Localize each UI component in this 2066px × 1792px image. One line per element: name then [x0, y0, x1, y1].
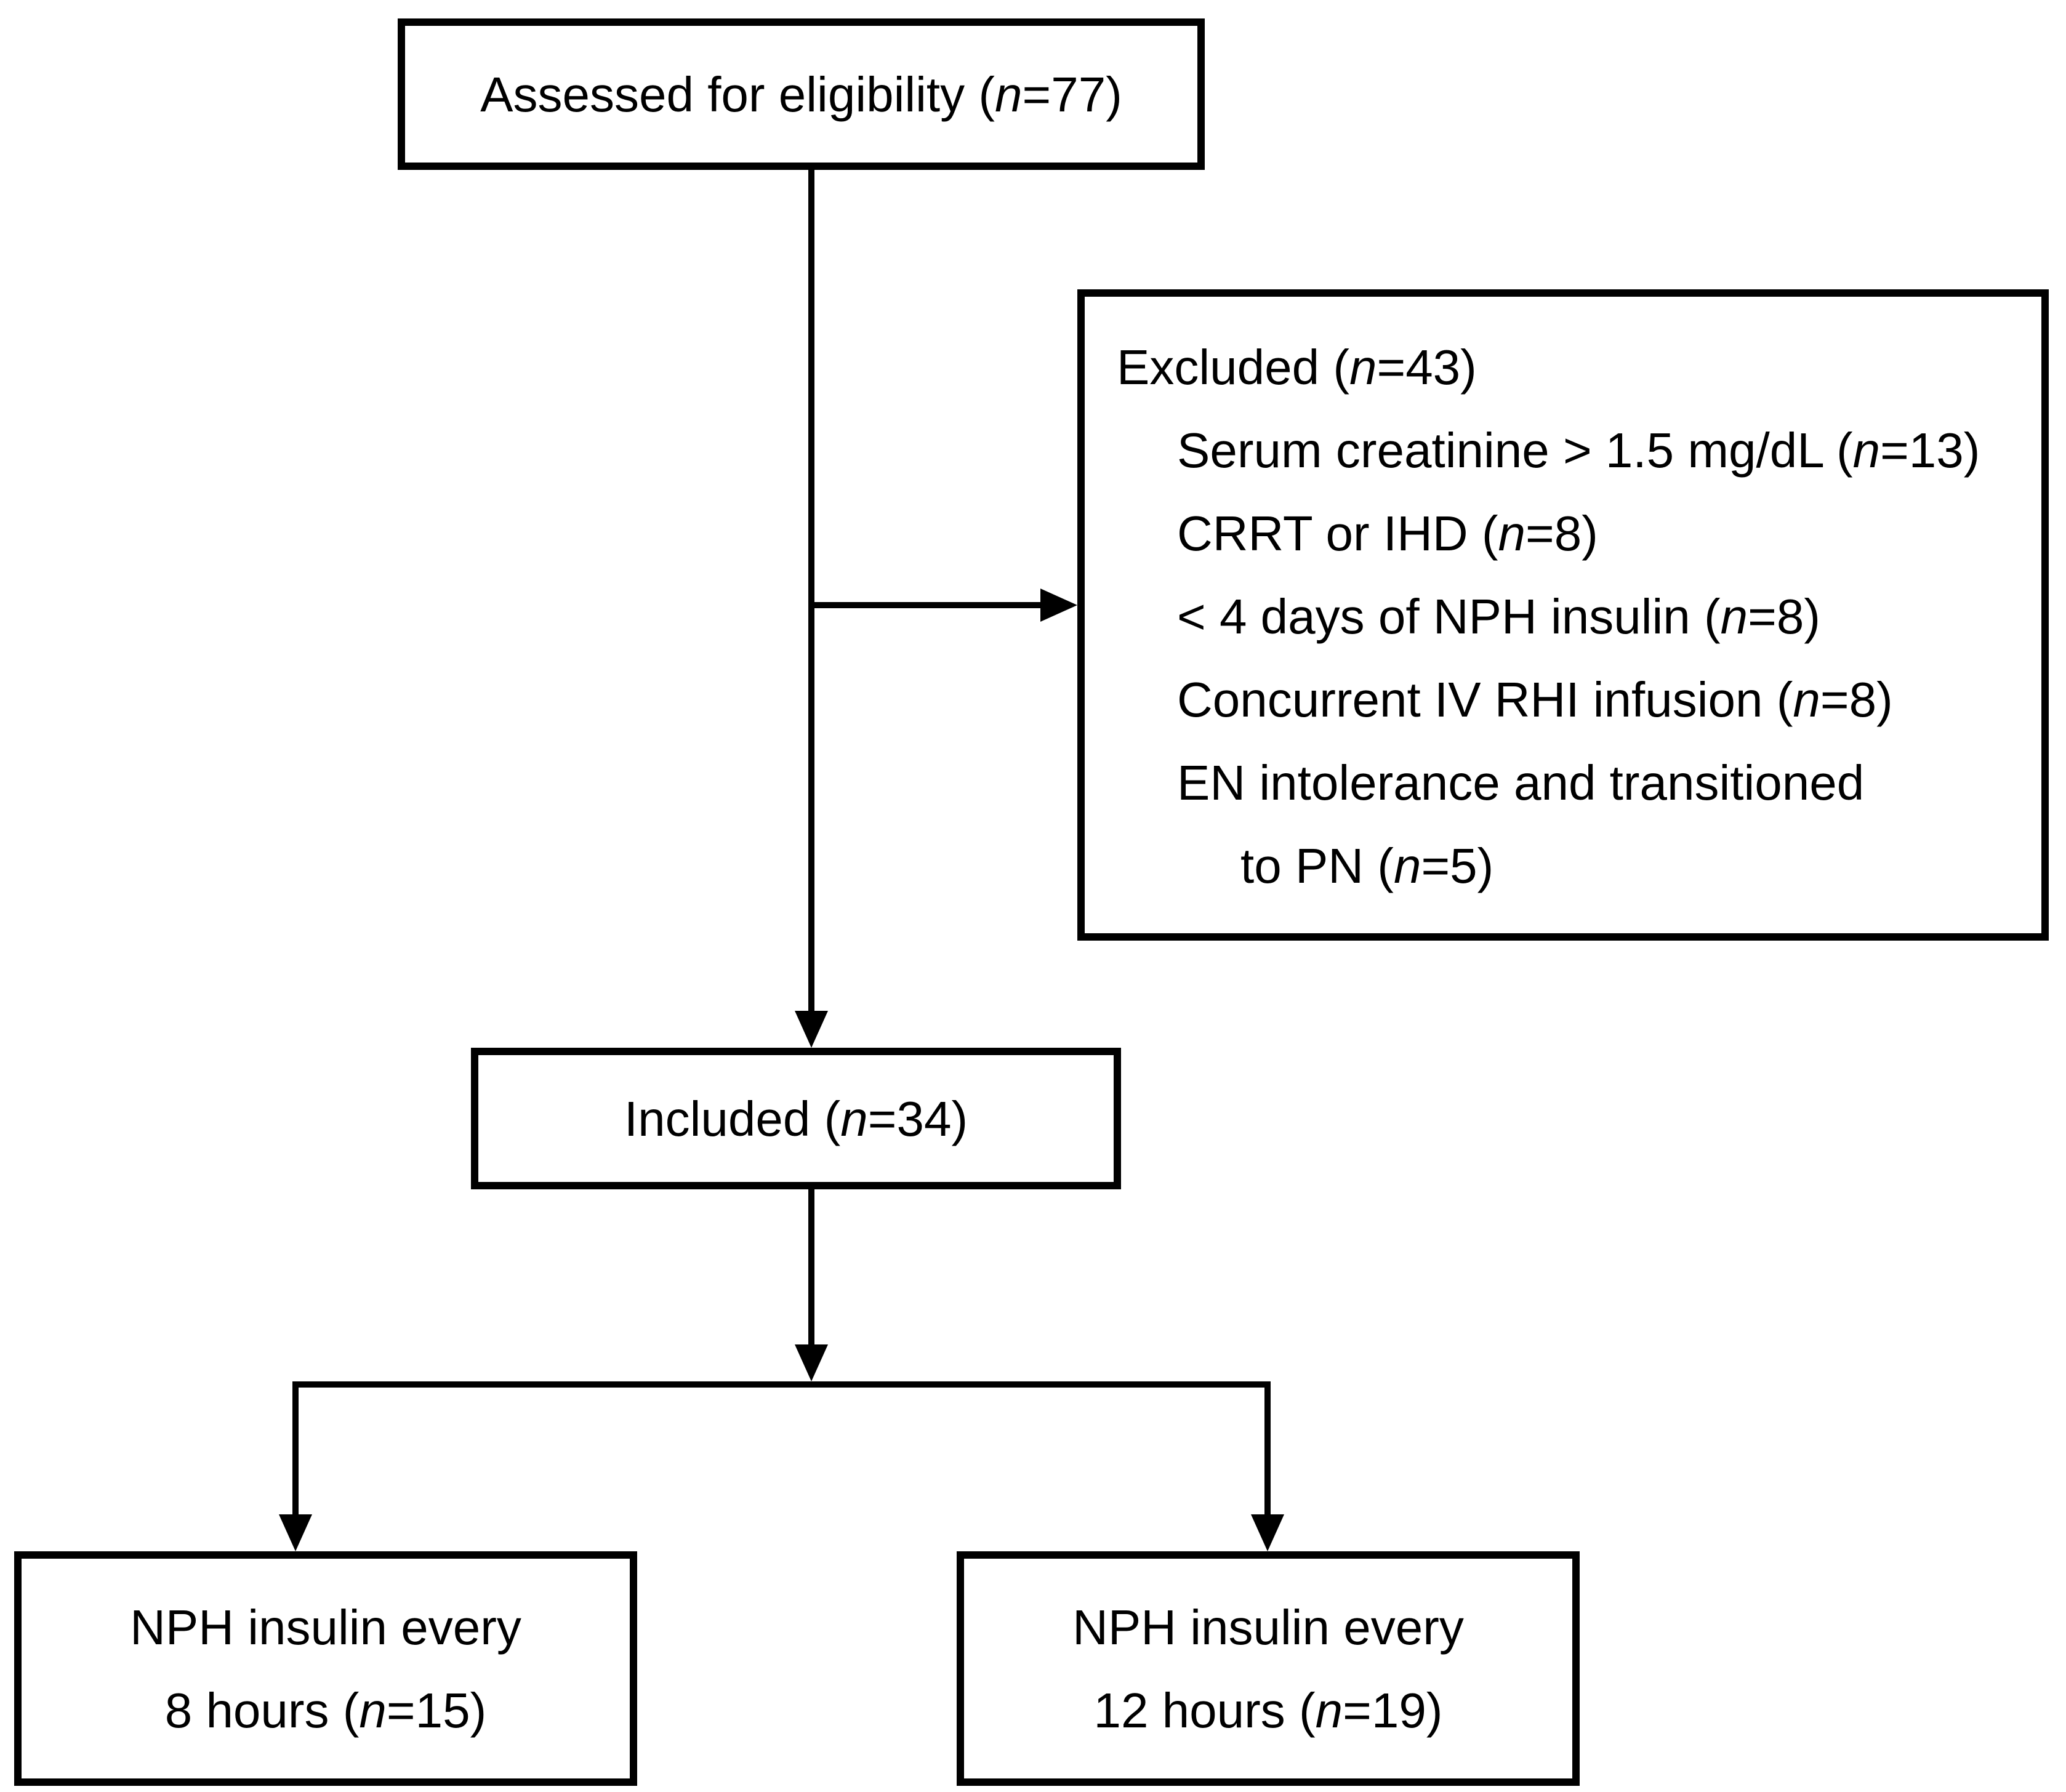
excluded-reason-serum-creatinine: Serum creatinine > 1.5 mg/dL (n=13) [1085, 409, 2041, 492]
arrowhead-down-q12-icon [1251, 1514, 1284, 1551]
excluded-reason-rhi-infusion: Concurrent IV RHI infusion (n=8) [1085, 658, 2041, 741]
excluded-box: Excluded (n=43) Serum creatinine > 1.5 m… [1077, 289, 2049, 941]
excluded-title: Excluded (n=43) [1085, 326, 2041, 409]
reason-text-post: =5) [1421, 838, 1494, 893]
included-text-post: =34) [867, 1091, 968, 1146]
n-italic: n [995, 66, 1023, 122]
n-italic: n [1349, 340, 1377, 395]
arrowhead-down-branch-icon [795, 1344, 828, 1381]
q12-line2: 12 hours (n=19) [1093, 1669, 1442, 1752]
q8-line2-pre: 8 hours ( [164, 1682, 360, 1738]
excluded-reason-en-intolerance: EN intolerance and transitioned [1085, 741, 2041, 824]
reason-text-pre: CRRT or IHD ( [1177, 506, 1498, 561]
reason-text-post: =13) [1880, 423, 1980, 478]
q8-line2-post: =15) [386, 1682, 487, 1738]
excluded-title-pre: Excluded ( [1117, 340, 1349, 395]
included-box: Included (n=34) [471, 1048, 1121, 1189]
reason-text-pre: to PN ( [1240, 838, 1394, 893]
excluded-reason-nph-days: < 4 days of NPH insulin (n=8) [1085, 575, 2041, 658]
reason-text-post: =8) [1748, 589, 1820, 644]
connector-assessed-included [808, 170, 814, 1013]
assessed-text-pre: Assessed for eligibility ( [480, 66, 995, 122]
q8-line1: NPH insulin every [130, 1599, 521, 1655]
included-text-pre: Included ( [624, 1091, 841, 1146]
q12-line1: NPH insulin every [1072, 1599, 1464, 1655]
n-italic: n [1793, 672, 1820, 727]
n-italic: n [1315, 1682, 1343, 1738]
assessed-label: Assessed for eligibility (n=77) [480, 53, 1122, 136]
connector-left-arm [292, 1388, 299, 1520]
connector-right-arm [1264, 1388, 1271, 1520]
n-italic: n [1498, 506, 1526, 561]
reason-text-pre: Serum creatinine > 1.5 mg/dL ( [1177, 423, 1853, 478]
n-italic: n [1393, 838, 1421, 893]
connector-branch-horizontal [292, 1381, 1271, 1388]
reason-text-post: =8) [1525, 506, 1598, 561]
reason-text-pre: Concurrent IV RHI infusion ( [1177, 672, 1793, 727]
excluded-reason-en-intolerance-wrap: to PN (n=5) [1085, 824, 2041, 907]
n-italic: n [840, 1091, 868, 1146]
q12-arm-box: NPH insulin every 12 hours (n=19) [957, 1551, 1580, 1786]
n-italic: n [359, 1682, 387, 1738]
arrowhead-right-excluded-icon [1040, 589, 1077, 622]
arrowhead-down-included-icon [795, 1011, 828, 1048]
n-italic: n [1852, 423, 1881, 478]
excluded-reason-crrt-ihd: CRRT or IHD (n=8) [1085, 492, 2041, 575]
arrowhead-down-q8-icon [279, 1514, 312, 1551]
q8-line2: 8 hours (n=15) [165, 1669, 487, 1752]
q12-line2-pre: 12 hours ( [1093, 1682, 1316, 1738]
connector-to-excluded [811, 602, 1043, 608]
reason-text-pre: < 4 days of NPH insulin ( [1177, 589, 1721, 644]
n-italic: n [1720, 589, 1748, 644]
excluded-title-post: =43) [1377, 340, 1477, 395]
reason-text-post: =8) [1820, 672, 1893, 727]
assessed-box: Assessed for eligibility (n=77) [398, 18, 1205, 170]
connector-included-branch [808, 1189, 814, 1348]
q12-line2-post: =19) [1343, 1682, 1443, 1738]
excluded-content: Excluded (n=43) Serum creatinine > 1.5 m… [1085, 297, 2041, 907]
assessed-text-post: =77) [1022, 66, 1122, 122]
reason-text-pre: EN intolerance and transitioned [1177, 755, 1865, 810]
q8-arm-box: NPH insulin every 8 hours (n=15) [14, 1551, 637, 1786]
included-label: Included (n=34) [624, 1077, 968, 1160]
